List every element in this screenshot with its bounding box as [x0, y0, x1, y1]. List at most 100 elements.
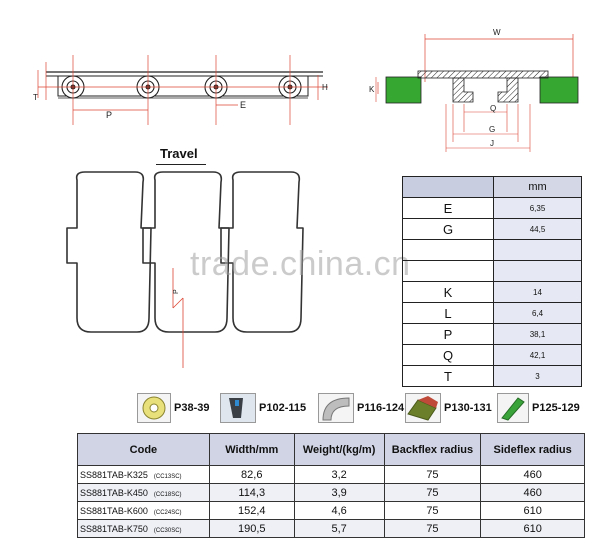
g-label: G — [489, 125, 495, 134]
dimension-symbol — [402, 239, 494, 261]
sideflex-cell: 610 — [480, 519, 585, 538]
dimension-table: mm E 6,35 G 44,5 K 14 L 6,4 P 38,1 Q 42,… — [402, 176, 582, 387]
top-view-drawing: P — [66, 171, 304, 368]
dimension-value: 44,5 — [493, 218, 582, 240]
backflex-cell: 75 — [383, 465, 482, 484]
e-label: E — [240, 100, 246, 110]
ref-corner-track[interactable]: P116-124 — [318, 393, 404, 423]
code-value: SS881TAB-K600 — [80, 505, 148, 516]
ref-label: P116-124 — [357, 402, 405, 414]
wear-profile-icon — [497, 393, 529, 423]
code-cell: SS881TAB-K600 (CC24SC) — [77, 501, 210, 520]
dimension-row: T 3 — [402, 365, 582, 387]
table-row: SS881TAB-K325 (CC13SC) 82,6 3,2 75 460 — [77, 465, 585, 484]
backflex-cell: 75 — [383, 501, 482, 520]
dimension-value: 14 — [493, 281, 582, 303]
dimension-value: 3 — [493, 365, 582, 387]
h-label: H — [322, 83, 328, 92]
ref-wear-profile[interactable]: P125-129 — [497, 393, 580, 423]
table-row: SS881TAB-K600 (CC24SC) 152,4 4,6 75 610 — [77, 501, 585, 520]
ref-label: P102-115 — [259, 402, 307, 414]
code-sub: (CC13SC) — [153, 473, 182, 480]
pitch-label: P — [106, 110, 112, 120]
dimension-row: P 38,1 — [402, 323, 582, 345]
ref-label: P125-129 — [532, 402, 580, 414]
weight-cell: 3,2 — [293, 465, 385, 484]
dimension-row — [402, 239, 582, 261]
dimension-value — [493, 239, 582, 261]
travel-text: Travel — [160, 146, 198, 161]
dimension-value: 38,1 — [493, 323, 582, 345]
table-row: SS881TAB-K450 (CC18SC) 114,3 3,9 75 460 — [77, 483, 585, 502]
dimension-symbol: K — [402, 281, 494, 303]
backflex-cell: 75 — [383, 519, 482, 538]
dimension-header-unit: mm — [493, 176, 582, 198]
dimension-value: 6,4 — [493, 302, 582, 324]
dimension-header-blank — [402, 176, 494, 198]
sideflex-cell: 610 — [480, 501, 585, 520]
code-value: SS881TAB-K750 — [80, 523, 148, 534]
code-value: SS881TAB-K450 — [80, 487, 148, 498]
watermark: trade.china.cn — [190, 245, 411, 283]
ref-label: P38-39 — [174, 402, 210, 414]
code-value: SS881TAB-K325 — [80, 469, 148, 480]
dimension-symbol — [402, 260, 494, 282]
q-label: Q — [490, 104, 496, 113]
w-label: W — [493, 28, 501, 37]
dimension-row: L 6,4 — [402, 302, 582, 324]
t-label: T — [33, 93, 38, 102]
spec-header-row: Code Width/mm Weight/(kg/m) Backflex rad… — [77, 433, 585, 466]
ref-wearstrip[interactable]: P102-115 — [220, 393, 306, 423]
dimension-header-row: mm — [402, 176, 582, 198]
width-cell: 190,5 — [208, 519, 295, 538]
dimension-row: K 14 — [402, 281, 582, 303]
top-pitch-label: P — [173, 289, 180, 294]
spec-header-weight: Weight/(kg/m) — [293, 433, 385, 466]
section-view-drawing: W K Q G J — [369, 28, 579, 152]
width-cell: 114,3 — [208, 483, 295, 502]
code-sub: (CC24SC) — [153, 509, 182, 516]
sprocket-icon — [137, 393, 171, 423]
dimension-symbol: Q — [402, 344, 494, 366]
ref-return-guide[interactable]: P130-131 — [405, 393, 492, 423]
sideflex-cell: 460 — [480, 483, 585, 502]
spec-header-backflex: Backflex radius — [383, 433, 482, 466]
weight-cell: 4,6 — [293, 501, 385, 520]
code-cell: SS881TAB-K325 (CC13SC) — [77, 465, 210, 484]
wearstrip-icon — [220, 393, 256, 423]
sideflex-cell: 460 — [480, 465, 585, 484]
dimension-symbol: L — [402, 302, 494, 324]
backflex-cell: 75 — [383, 483, 482, 502]
width-cell: 152,4 — [208, 501, 295, 520]
dimension-row: G 44,5 — [402, 218, 582, 240]
dimension-row — [402, 260, 582, 282]
code-sub: (CC18SC) — [153, 491, 182, 498]
corner-track-icon — [318, 393, 354, 423]
side-view-drawing: P E H T — [33, 55, 328, 125]
ref-label: P130-131 — [444, 402, 492, 414]
dimension-value: 42,1 — [493, 344, 582, 366]
dimension-row: Q 42,1 — [402, 344, 582, 366]
dimension-symbol: E — [402, 197, 494, 219]
dimension-value: 6,35 — [493, 197, 582, 219]
spec-header-sideflex: Sideflex radius — [480, 433, 585, 466]
code-cell: SS881TAB-K750 (CC30SC) — [77, 519, 210, 538]
spec-header-code: Code — [77, 433, 210, 466]
j-label: J — [490, 139, 494, 148]
width-cell: 82,6 — [208, 465, 295, 484]
dimension-symbol: T — [402, 365, 494, 387]
dimension-symbol: P — [402, 323, 494, 345]
weight-cell: 3,9 — [293, 483, 385, 502]
dimension-row: E 6,35 — [402, 197, 582, 219]
code-sub: (CC30SC) — [153, 527, 182, 534]
spec-table: Code Width/mm Weight/(kg/m) Backflex rad… — [77, 433, 585, 538]
weight-cell: 5,7 — [293, 519, 385, 538]
return-guide-icon — [405, 393, 441, 423]
code-cell: SS881TAB-K450 (CC18SC) — [77, 483, 210, 502]
ref-sprocket[interactable]: P38-39 — [137, 393, 209, 423]
dimension-symbol: G — [402, 218, 494, 240]
k-label: K — [369, 85, 375, 94]
travel-label: Travel — [156, 145, 206, 165]
spec-header-width: Width/mm — [208, 433, 295, 466]
dimension-value — [493, 260, 582, 282]
